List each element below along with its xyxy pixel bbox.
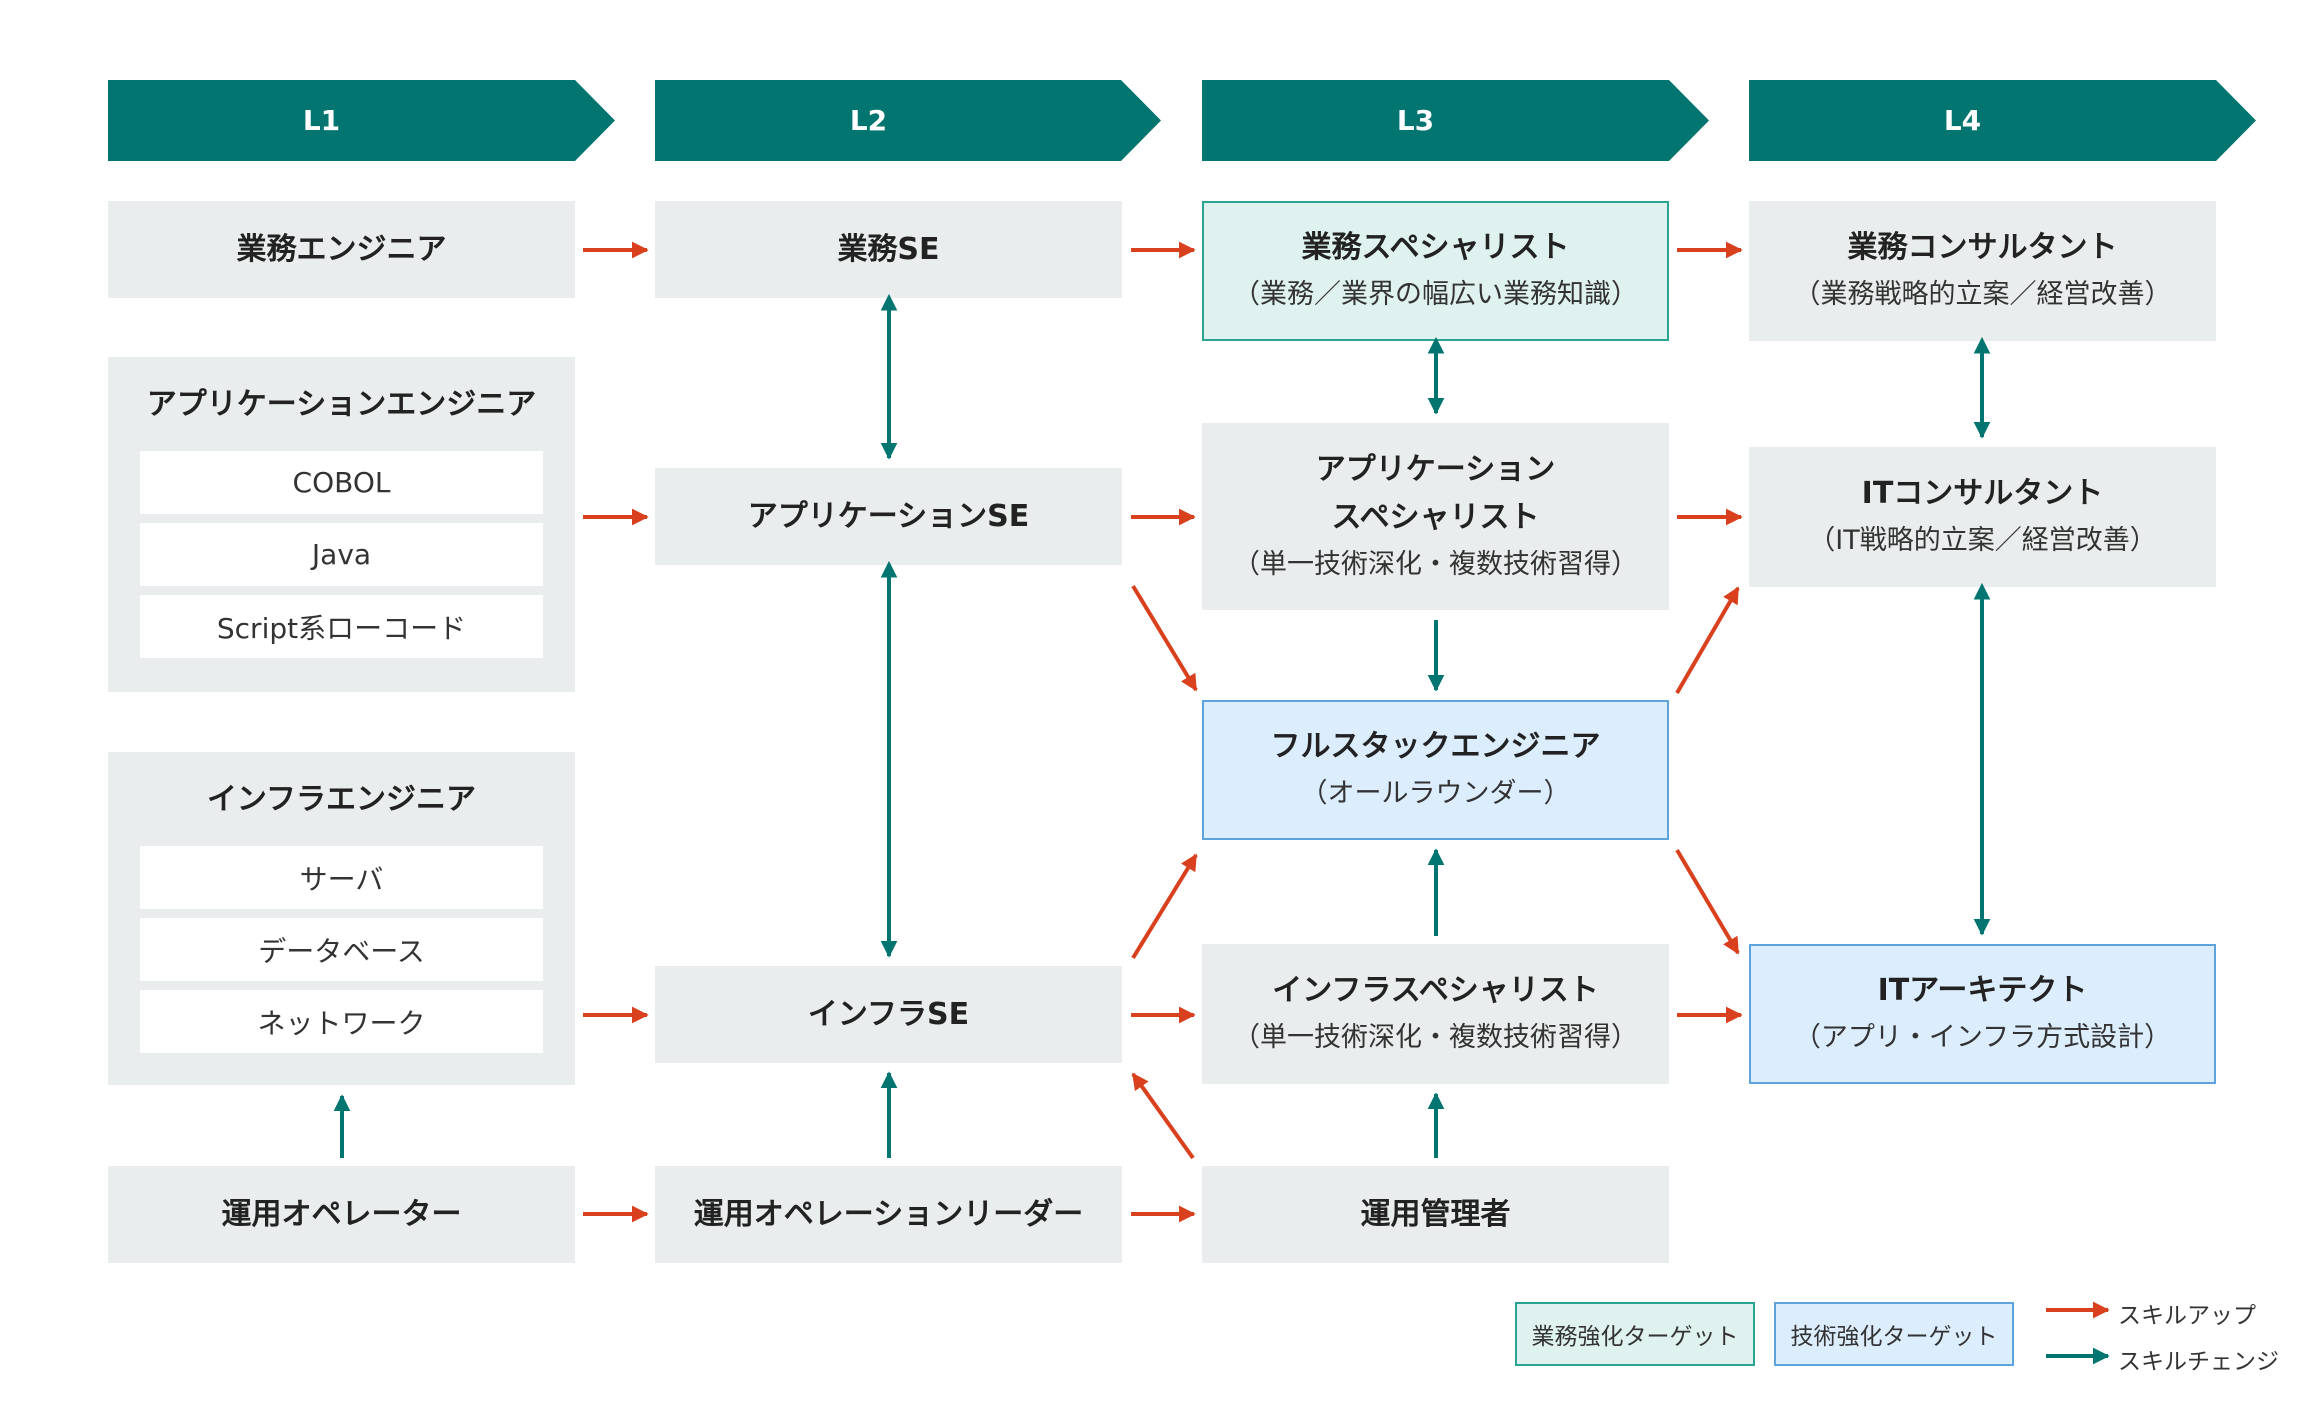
infra-se-title: インフラSE — [807, 996, 970, 1032]
it-consultant-sub: （IT戦略的立案／経営改善） — [1808, 525, 2157, 556]
legend-business-target: 業務強化ターゲット — [1515, 1302, 1755, 1366]
app-specialist-sub: （単一技術深化・複数技術習得） — [1233, 548, 1638, 580]
business-se-box: 業務SE — [655, 201, 1122, 298]
level-l3-label: L3 — [1396, 104, 1435, 137]
app-se-title: アプリケーションSE — [747, 498, 1030, 534]
business-consultant-box: 業務コンサルタント （業務戦略的立案／経営改善） — [1749, 201, 2216, 341]
legend-tech-target: 技術強化ターゲット — [1774, 1302, 2014, 1366]
skill-up-arrow — [1131, 1072, 1195, 1160]
skill-item-cobol: COBOL — [140, 451, 543, 514]
infra-specialist-box: インフラスペシャリスト （単一技術深化・複数技術習得） — [1202, 944, 1669, 1084]
infra-engineer-title: インフラエンジニア — [206, 782, 477, 817]
legend-skill-change-label: スキルチェンジ — [2118, 1349, 2279, 1375]
chevron-l3 — [1202, 80, 1709, 161]
ops-manager-box: 運用管理者 — [1202, 1166, 1669, 1263]
skill-up-arrow — [1675, 848, 1740, 955]
skill-up-arrow — [1131, 853, 1198, 960]
fullstack-sub: （オールラウンダー） — [1300, 778, 1571, 809]
ops-manager-title: 運用管理者 — [1360, 1196, 1511, 1232]
infra-se-box: インフラSE — [655, 966, 1122, 1063]
operator-title: 運用オペレーター — [221, 1196, 462, 1232]
skill-item-script: Script系ローコード — [140, 595, 543, 658]
level-l1-label: L1 — [302, 104, 341, 137]
infra-specialist-title: インフラスペシャリスト — [1272, 973, 1599, 1008]
app-specialist-title-line2: スペシャリスト — [1331, 499, 1540, 535]
level-l4-label: L4 — [1943, 104, 1982, 137]
business-se-title: 業務SE — [837, 231, 940, 267]
business-specialist-box: 業務スペシャリスト （業務／業界の幅広い業務知識） — [1202, 201, 1669, 341]
infra-engineer-group: インフラエンジニア サーバ データベース ネットワーク — [108, 752, 575, 1085]
chevron-l1 — [108, 80, 615, 161]
app-specialist-box: アプリケーション スペシャリスト （単一技術深化・複数技術習得） — [1202, 423, 1669, 610]
skill-up-arrow — [1131, 584, 1198, 692]
level-chevrons — [108, 80, 2256, 161]
skill-item-network: ネットワーク — [140, 990, 543, 1053]
infra-specialist-sub: （単一技術深化・複数技術習得） — [1233, 1022, 1638, 1053]
app-specialist-title-line1: アプリケーション — [1315, 451, 1556, 487]
skill-up-arrow — [1675, 586, 1740, 695]
business-specialist-title: 業務スペシャリスト — [1301, 230, 1570, 265]
skill-item-java: Java — [140, 523, 543, 586]
level-l2-label: L2 — [849, 104, 888, 137]
fullstack-box: フルスタックエンジニア （オールラウンダー） — [1202, 700, 1669, 840]
ops-leader-title: 運用オペレーションリーダー — [693, 1196, 1084, 1232]
app-se-box: アプリケーションSE — [655, 468, 1122, 565]
business-specialist-sub: （業務／業界の幅広い業務知識） — [1233, 279, 1638, 310]
legend-skill-up-label: スキルアップ — [2118, 1303, 2256, 1329]
business-engineer-title: 業務エンジニア — [236, 231, 447, 267]
app-engineer-group: アプリケーションエンジニア COBOL Java Script系ローコード — [108, 357, 575, 692]
it-architect-sub: （アプリ・インフラ方式設計） — [1793, 1022, 2172, 1053]
operator-box: 運用オペレーター — [108, 1166, 575, 1263]
it-architect-box: ITアーキテクト （アプリ・インフラ方式設計） — [1749, 944, 2216, 1084]
chevron-l2 — [655, 80, 1161, 161]
skill-item-server: サーバ — [140, 846, 543, 909]
business-consultant-sub: （業務戦略的立案／経営改善） — [1793, 279, 2172, 310]
it-architect-title: ITアーキテクト — [1877, 973, 2088, 1008]
fullstack-title: フルスタックエンジニア — [1270, 729, 1601, 764]
skill-item-database: データベース — [140, 918, 543, 981]
it-consultant-title: ITコンサルタント — [1861, 476, 2104, 511]
business-engineer-box: 業務エンジニア — [108, 201, 575, 298]
it-consultant-box: ITコンサルタント （IT戦略的立案／経営改善） — [1749, 447, 2216, 587]
ops-leader-box: 運用オペレーションリーダー — [655, 1166, 1122, 1263]
chevron-l4 — [1749, 80, 2256, 161]
business-consultant-title: 業務コンサルタント — [1847, 230, 2118, 265]
app-engineer-title: アプリケーションエンジニア — [146, 387, 537, 422]
